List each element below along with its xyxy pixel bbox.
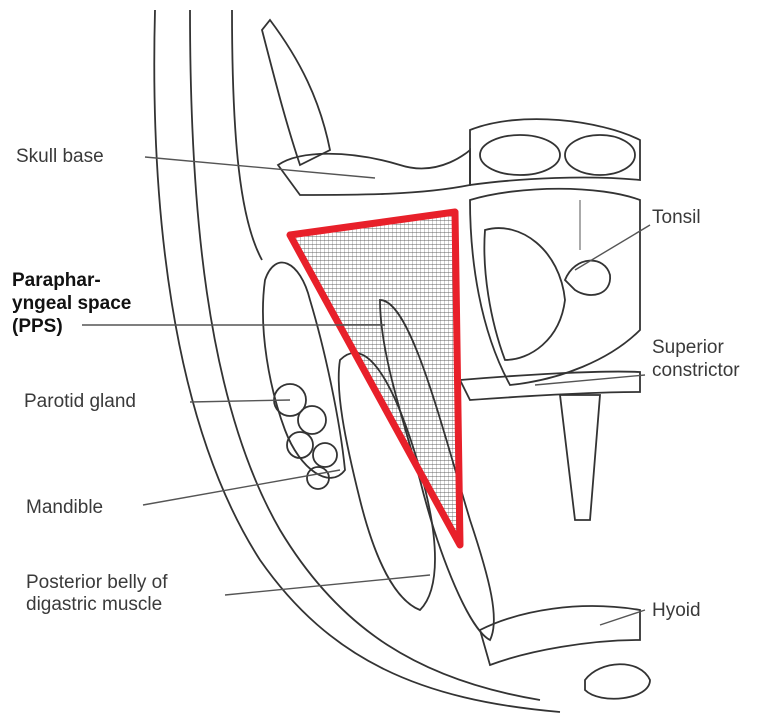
label-parotid-gland: Parotid gland: [24, 391, 136, 412]
hyoid-bone-shape: [480, 606, 650, 699]
label-pps-line1: Paraphar-: [12, 270, 101, 291]
tonsil-constrictor-region: [460, 189, 640, 520]
label-skull-base: Skull base: [16, 146, 104, 167]
label-digastric-line2: digastric muscle: [26, 594, 162, 615]
label-hyoid: Hyoid: [652, 600, 701, 621]
label-pps-line3: (PPS): [12, 316, 63, 337]
label-constrictor-line1: Superior: [652, 337, 724, 358]
skull-base-structures: [262, 20, 640, 195]
label-constrictor-line2: constrictor: [652, 360, 740, 381]
label-mandible: Mandible: [26, 497, 103, 518]
label-tonsil: Tonsil: [652, 207, 701, 228]
label-pps-line2: yngeal space: [12, 293, 131, 314]
label-digastric-line1: Posterior belly of: [26, 572, 168, 593]
parapharyngeal-space-region: [290, 212, 460, 545]
